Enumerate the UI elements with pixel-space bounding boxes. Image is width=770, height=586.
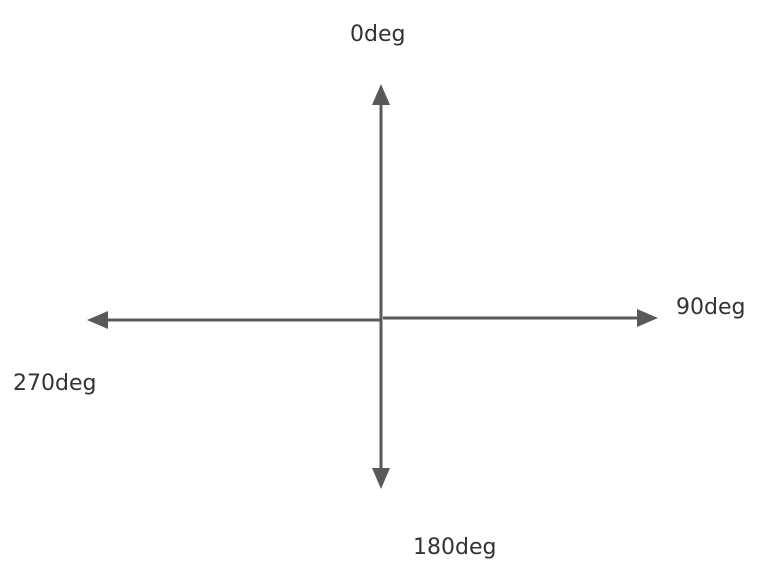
arrow-left-head [87,311,108,329]
label-180deg: 180deg [413,535,497,560]
label-270deg: 270deg [13,371,97,396]
arrow-up-head [372,84,390,105]
arrow-down-head [372,468,390,489]
label-0deg: 0deg [350,22,406,47]
arrow-right-head [637,309,658,327]
label-90deg: 90deg [676,295,746,320]
